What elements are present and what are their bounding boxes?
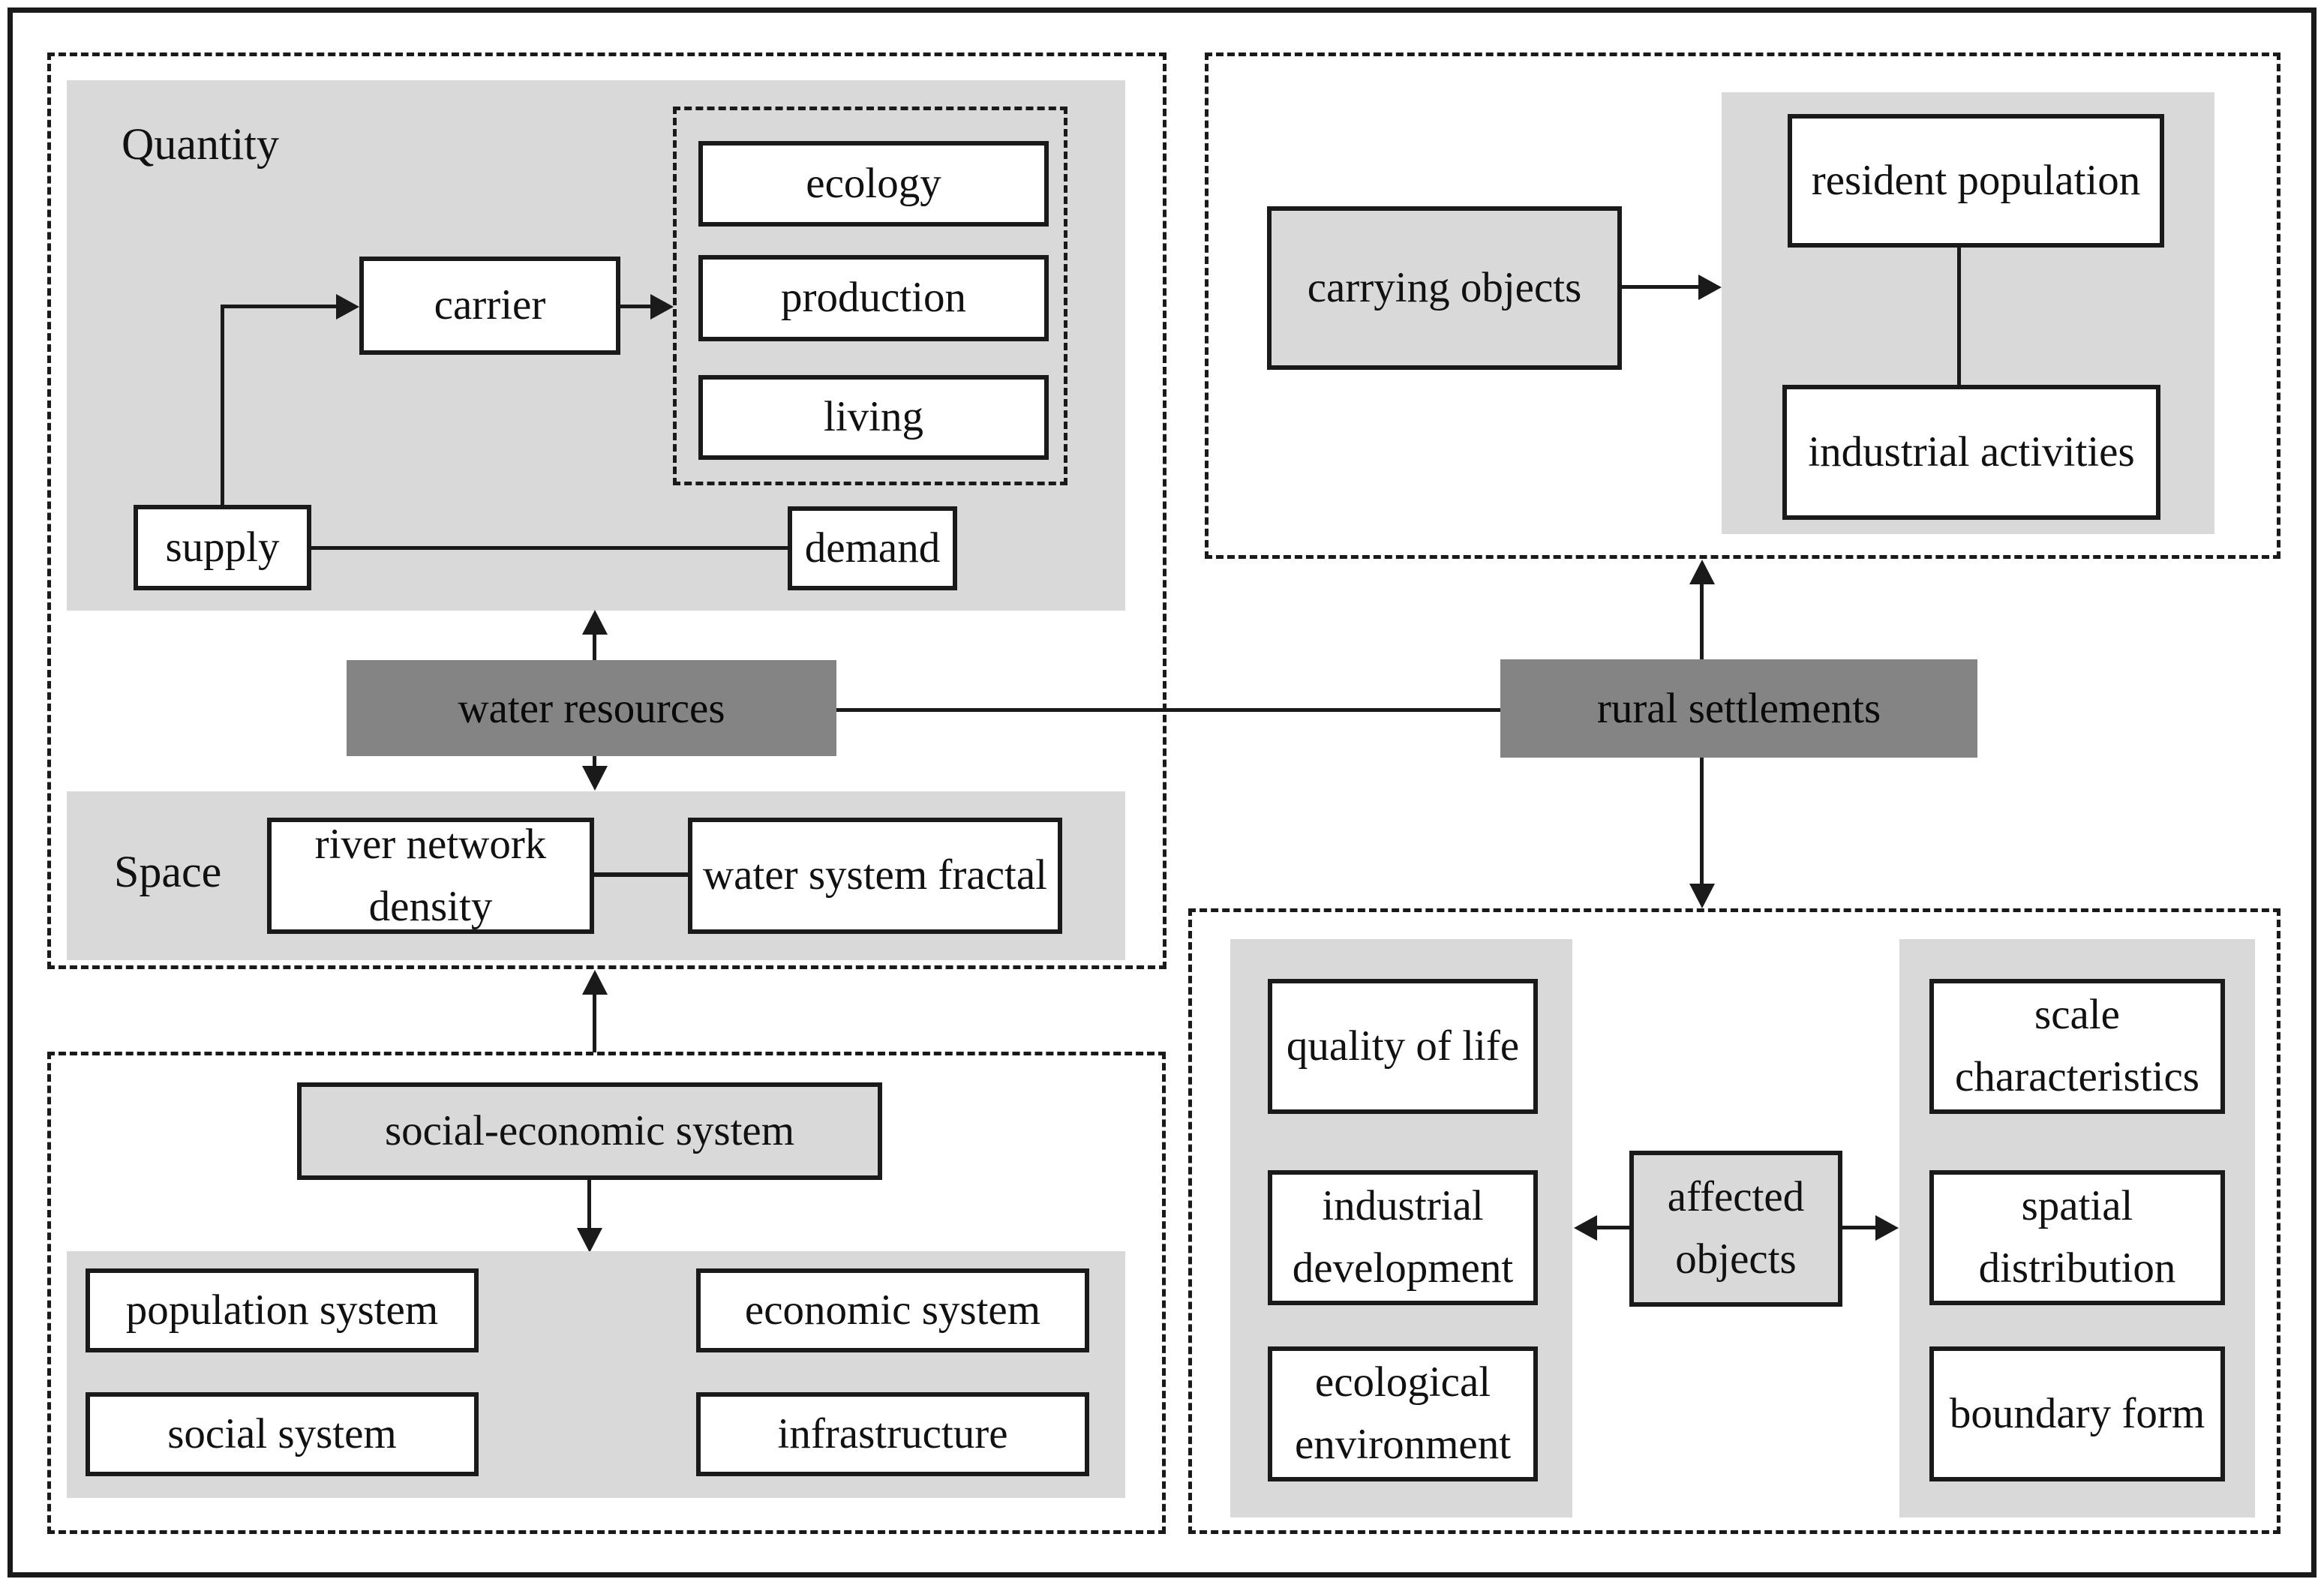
node-spatial-distribution: spatial distribution <box>1929 1170 2225 1305</box>
connector-affected-right <box>1842 1226 1877 1229</box>
connector-sesystem-subsystems <box>587 1180 591 1229</box>
arrowhead-to-left-panel <box>1574 1215 1597 1241</box>
connector-ruralsettlements-affected <box>1700 758 1704 885</box>
arrowhead-to-quantity <box>582 610 608 635</box>
node-water-resources: water resources <box>347 660 836 756</box>
water-uses-group-box <box>673 107 1067 485</box>
affected-objects-group-box <box>1188 908 2280 1534</box>
node-social-system: social system <box>86 1392 479 1476</box>
node-scale-characteristics: scale characteristics <box>1929 979 2225 1114</box>
node-living: living <box>698 375 1049 460</box>
connector-resident-industrial <box>1957 248 1961 385</box>
node-population-system: population system <box>86 1268 479 1352</box>
node-affected-objects: affected objects <box>1629 1151 1842 1307</box>
connector-carrier-uses <box>620 305 652 308</box>
node-river-network-density: river network density <box>267 818 594 934</box>
arrowhead-to-subsystems <box>577 1228 602 1253</box>
connector-ruralsettlements-carrying <box>1700 583 1704 659</box>
connector-waterresources-space <box>593 756 596 768</box>
arrowhead-to-affected-group <box>1689 884 1715 908</box>
node-economic-system: economic system <box>696 1268 1089 1352</box>
node-social-economic-system: social-economic system <box>297 1082 882 1180</box>
node-resident-population: resident population <box>1788 114 2164 248</box>
arrowhead-into-carrying-panel <box>1698 275 1722 300</box>
arrowhead-into-uses <box>650 294 674 320</box>
water-resources-group-box <box>47 53 1167 969</box>
node-infrastructure: infrastructure <box>696 1392 1089 1476</box>
arrowhead-to-space <box>582 766 608 791</box>
node-supply: supply <box>134 505 311 590</box>
node-rural-settlements: rural settlements <box>1500 659 1977 758</box>
arrowhead-to-waterresources-group <box>582 970 608 995</box>
node-boundary-form: boundary form <box>1929 1346 2225 1481</box>
quantity-label: Quantity <box>122 119 279 169</box>
arrowhead-to-carrying-group <box>1689 560 1715 584</box>
connector-waterresources-quantity <box>593 633 596 660</box>
connector-supply-carrier-horizontal <box>221 305 337 308</box>
connector-waterresources-ruralsettlements <box>836 708 1500 712</box>
arrowhead-into-carrier <box>336 294 359 320</box>
space-label: Space <box>114 847 222 896</box>
connector-carryingobjects-panel <box>1622 285 1698 289</box>
carrying-objects-group-box <box>1205 53 2280 559</box>
connector-supply-carrier-vertical <box>221 306 224 505</box>
node-carrier: carrier <box>359 257 620 355</box>
social-economic-group-box <box>47 1052 1166 1534</box>
node-ecological-environment: ecological environment <box>1268 1346 1538 1481</box>
node-quality-of-life: quality of life <box>1268 979 1538 1114</box>
connector-supply-demand <box>311 546 788 550</box>
connector-socialeconomic-space <box>593 993 596 1052</box>
node-production: production <box>698 255 1049 341</box>
outer-border <box>8 8 2316 1577</box>
node-ecology: ecology <box>698 141 1049 227</box>
connector-density-fractal <box>594 872 688 877</box>
node-water-system-fractal: water system fractal <box>688 818 1062 934</box>
node-industrial-development: industrial development <box>1268 1170 1538 1305</box>
connector-affected-left <box>1595 1226 1629 1229</box>
node-carrying-objects: carrying objects <box>1267 206 1622 370</box>
node-demand: demand <box>788 506 957 590</box>
node-industrial-activities: industrial activities <box>1782 385 2160 520</box>
arrowhead-to-right-panel <box>1875 1215 1899 1241</box>
